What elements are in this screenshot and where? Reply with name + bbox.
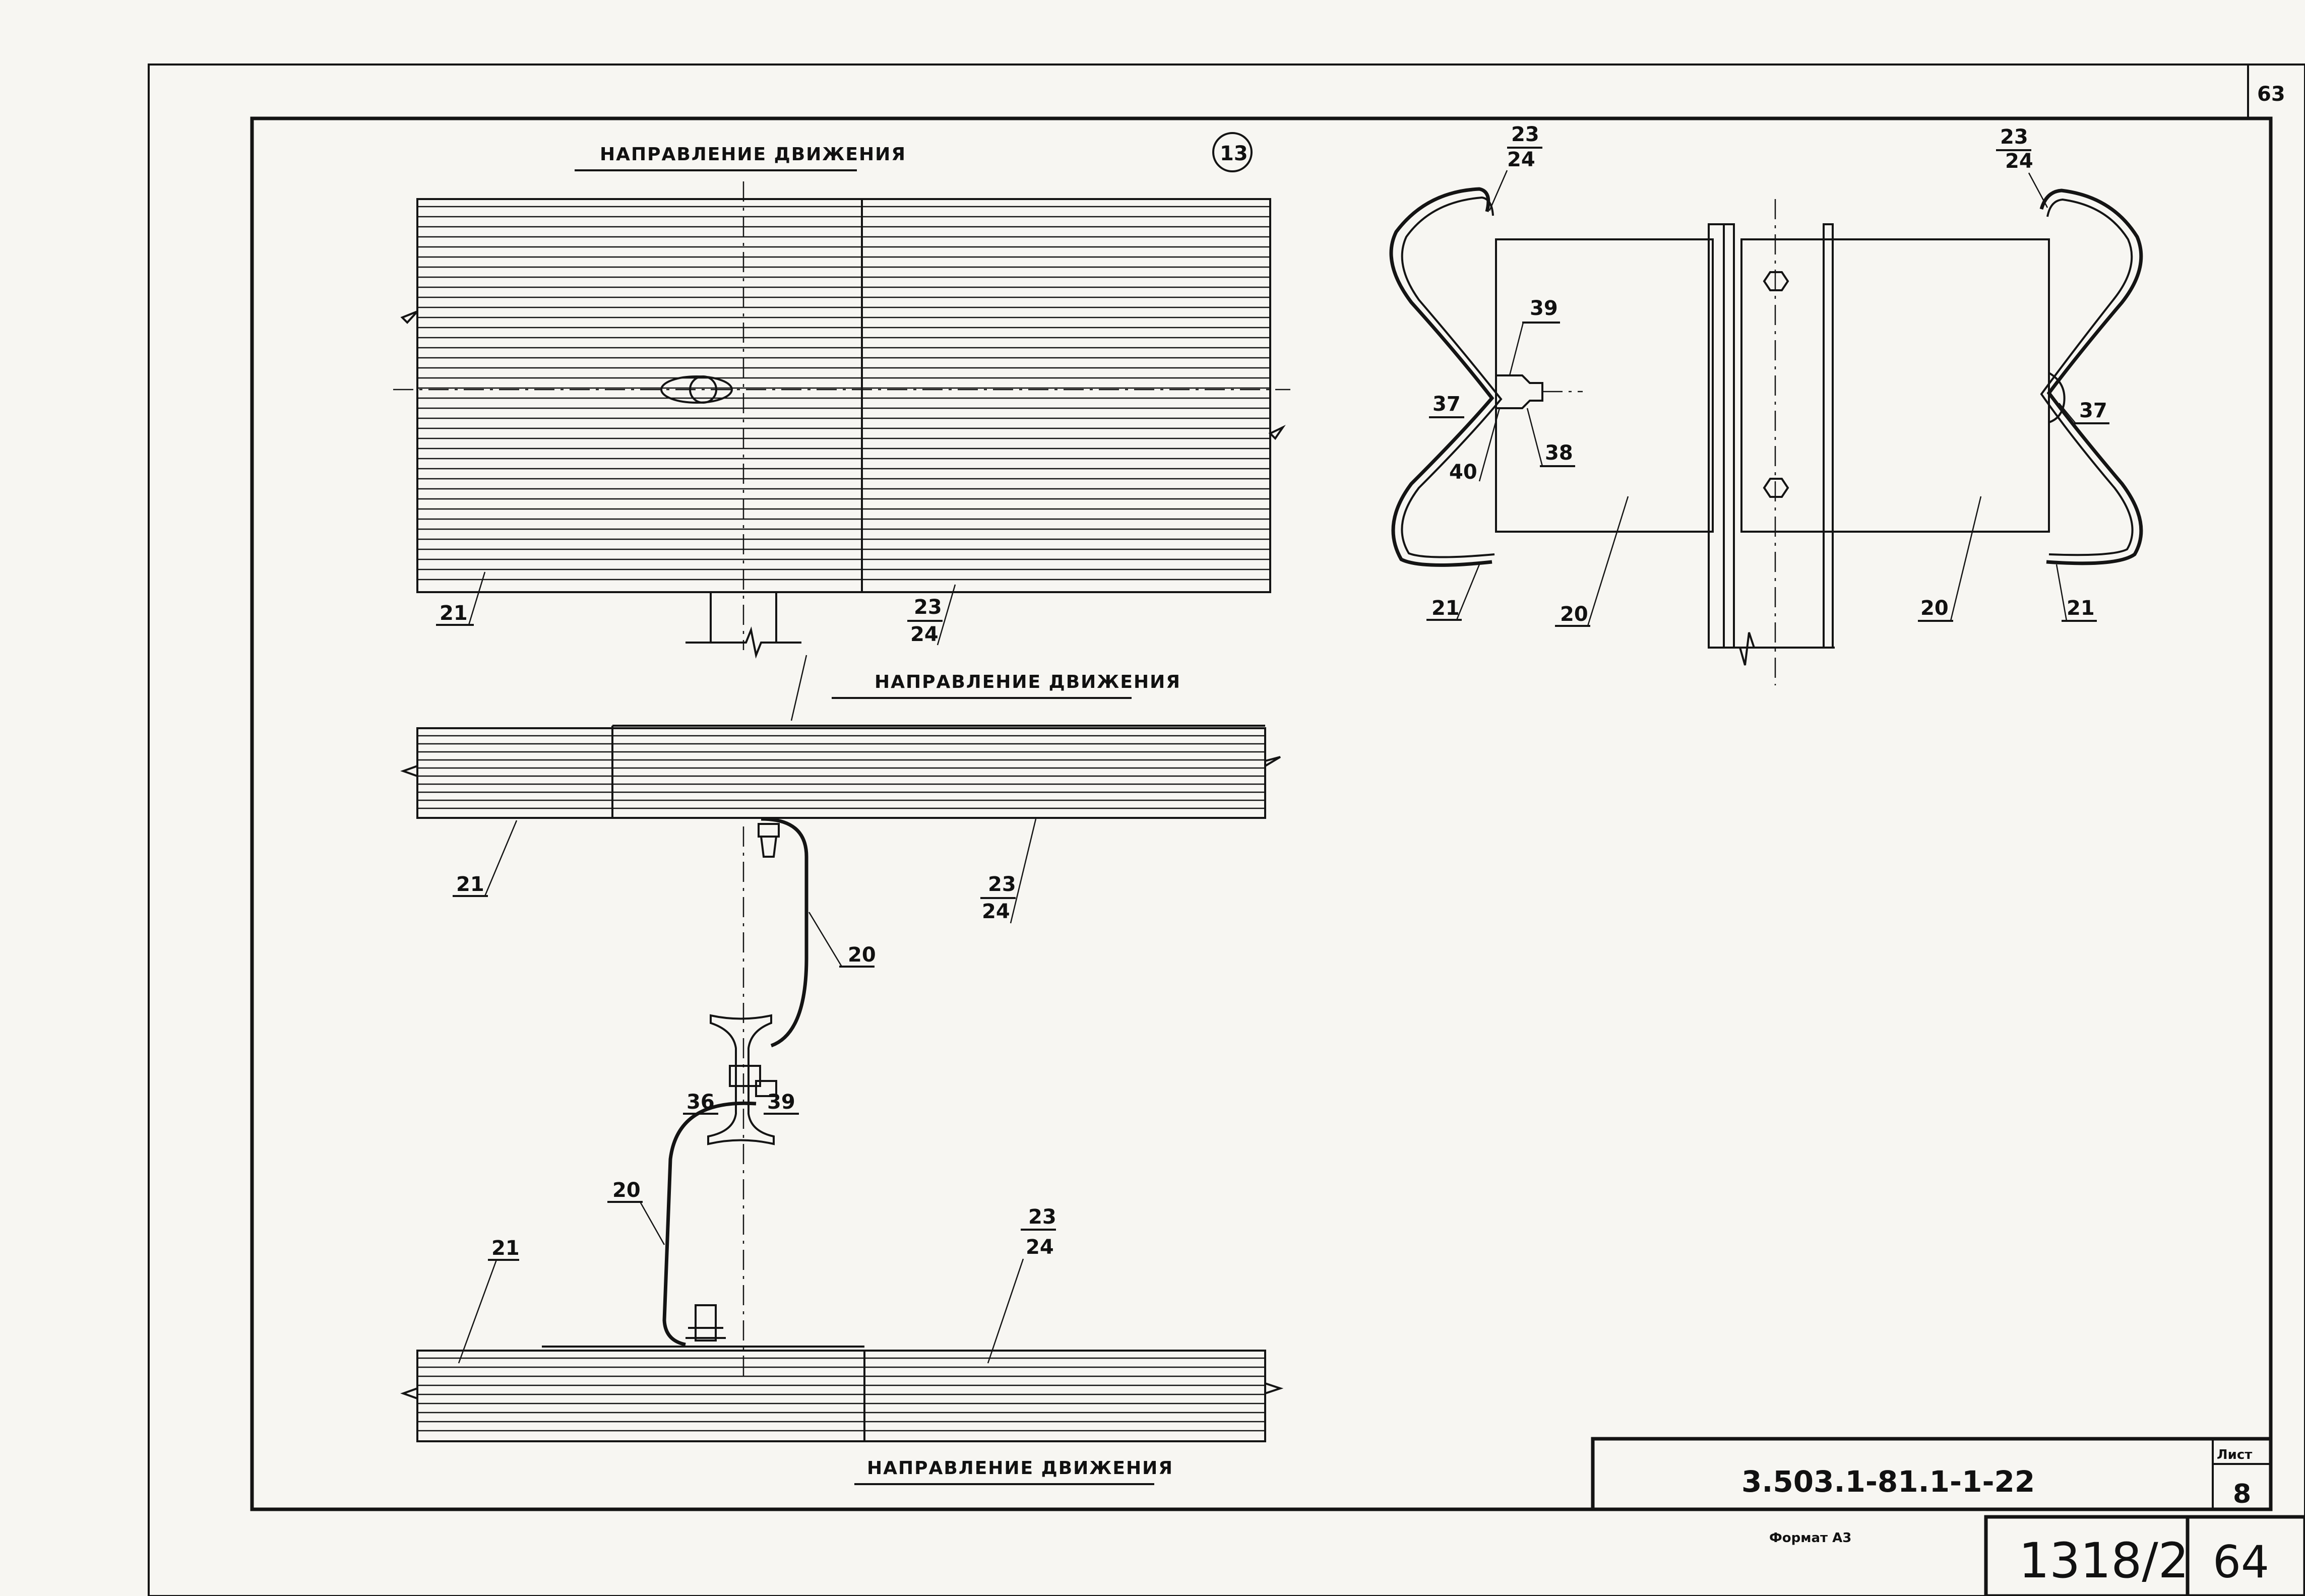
elevation-view-bottom: 21 23 24 НАПРАВЛЕНИЕ ДВИЖЕНИЯ (400, 1205, 1284, 1485)
callout-37-left: 37 (1432, 393, 1461, 416)
inner-frame (250, 116, 2273, 1511)
callout-39-middle: 39 (767, 1091, 795, 1114)
callout-23-bottom: 23 (1028, 1205, 1056, 1229)
direction-label-bottom: НАПРАВЛЕНИЕ ДВИЖЕНИЯ (867, 1458, 1173, 1479)
callout-23-right-b: 23 (2000, 125, 2028, 149)
callout-38: 38 (1545, 441, 1573, 465)
top-corner-number: 63 (2257, 83, 2285, 106)
callout-21-right-b: 21 (2067, 597, 2095, 620)
callout-24-top: 24 (910, 623, 939, 646)
detail-number: 13 (1220, 142, 1248, 165)
callout-21-bottom: 21 (491, 1237, 520, 1260)
callout-20-right-a: 20 (1560, 603, 1588, 626)
callout-20-right-b: 20 (1920, 597, 1949, 620)
callout-20-middle: 20 (848, 943, 876, 967)
sheet-label: Лист (2217, 1447, 2252, 1462)
callout-21-top: 21 (440, 602, 468, 625)
archive-number: 1318/2 (2019, 1533, 2189, 1589)
cross-sections: 23 24 39 37 38 40 21 20 23 (1389, 123, 2143, 685)
callout-21-middle: 21 (456, 873, 484, 896)
callout-23-middle: 23 (988, 873, 1016, 896)
direction-label-middle: НАПРАВЛЕНИЕ ДВИЖЕНИЯ (875, 672, 1181, 692)
callout-20-lower: 20 (612, 1179, 641, 1202)
detail-number-circle (1212, 132, 1253, 172)
callout-24-middle: 24 (982, 900, 1010, 923)
elevation-view: НАПРАВЛЕНИЕ ДВИЖЕНИЯ 21 23 24 20 36 39 (400, 655, 1281, 1376)
page-number: 64 (2213, 1536, 2269, 1588)
sheet-number: 8 (2233, 1479, 2251, 1509)
callout-23-top: 23 (914, 596, 942, 619)
outer-frame (148, 63, 2305, 1596)
callout-39-right: 39 (1530, 297, 1558, 320)
callout-21-right-a: 21 (1431, 597, 1460, 620)
callout-37-right: 37 (2079, 399, 2107, 422)
callout-24-right-b: 24 (2005, 150, 2033, 173)
title-block: Лист 8 3.503.1-81.1-1-22 Формат А3 1318/… (1591, 1437, 2305, 1596)
plan-view-top: НАПРАВЛЕНИЕ ДВИЖЕНИЯ 13 21 23 24 (393, 132, 1290, 659)
callout-24-bottom: 24 (1026, 1236, 1054, 1259)
direction-label-top: НАПРАВЛЕНИЕ ДВИЖЕНИЯ (600, 144, 906, 165)
format-label: Формат А3 (1769, 1530, 1851, 1546)
callout-23-right-a: 23 (1511, 123, 1539, 146)
callout-36: 36 (687, 1091, 715, 1114)
callout-24-right-a: 24 (1507, 148, 1535, 171)
designation: 3.503.1-81.1-1-22 (1741, 1464, 2035, 1499)
callout-40: 40 (1449, 461, 1477, 484)
